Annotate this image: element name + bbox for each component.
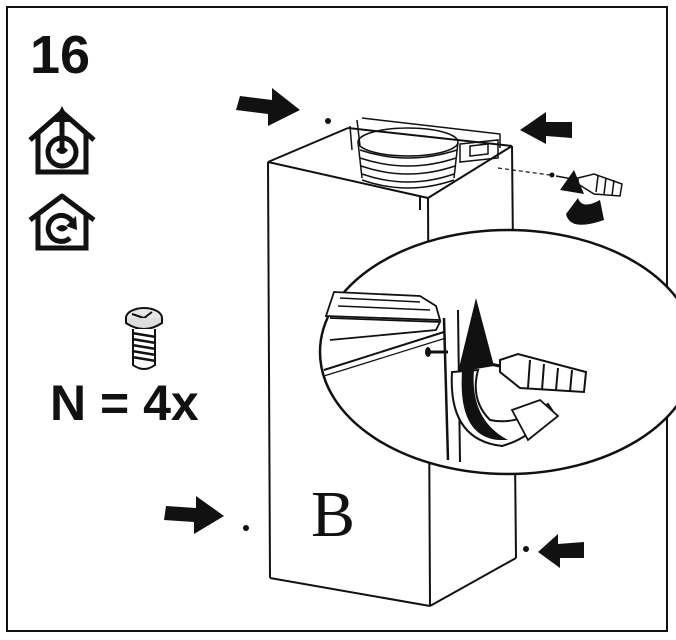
rotation-arrow-small bbox=[560, 170, 604, 225]
arrow-bottom-right bbox=[538, 534, 584, 568]
arrow-top-right bbox=[520, 112, 572, 144]
pointer-arrows bbox=[164, 88, 584, 568]
screw-holes bbox=[243, 118, 555, 552]
flexible-duct bbox=[357, 127, 459, 189]
zoom-detail bbox=[318, 228, 676, 476]
top-bracket bbox=[349, 117, 501, 163]
arrow-bottom-left bbox=[164, 496, 224, 534]
ducted-exhaust-icon bbox=[22, 100, 102, 180]
panel-letter: B bbox=[311, 478, 356, 551]
recirculation-icon bbox=[22, 190, 102, 252]
arrow-top-left bbox=[236, 88, 300, 126]
screw-quantity-label: N = 4x bbox=[50, 375, 199, 431]
step-number: 16 bbox=[30, 25, 91, 85]
screw-guide-line bbox=[497, 167, 551, 176]
screw-icon bbox=[118, 305, 170, 375]
